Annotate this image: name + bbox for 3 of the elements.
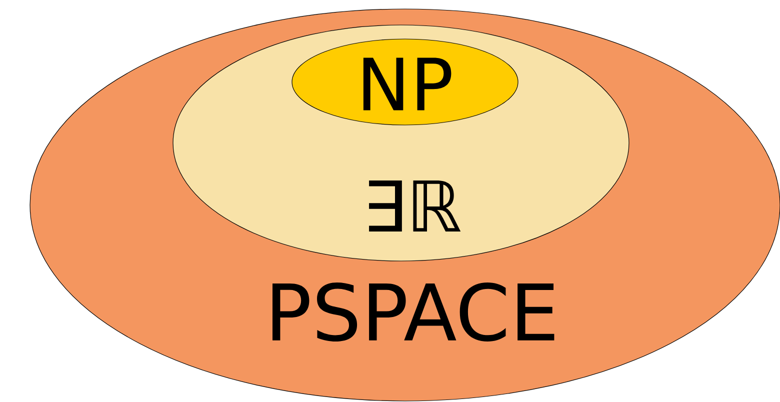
class-label: NP [363,58,452,110]
class-label: PSPACE [272,282,554,342]
class-label: ∃ℝ [369,180,461,232]
